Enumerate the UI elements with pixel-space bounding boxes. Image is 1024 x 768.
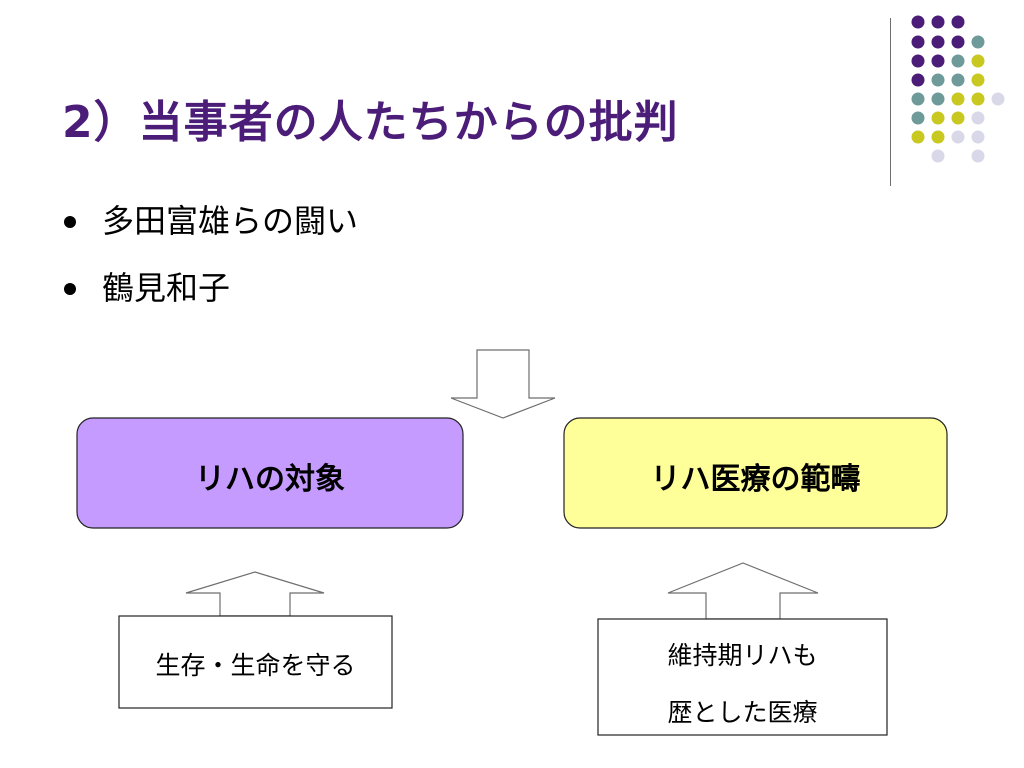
slide-title: 2）当事者の人たちからの批判 xyxy=(62,97,679,148)
left-up-arrow xyxy=(185,571,325,617)
bullet-item: 鶴見和子 xyxy=(62,272,358,304)
bullet-text: 鶴見和子 xyxy=(102,269,231,307)
right-up-arrow xyxy=(667,562,819,620)
right-box xyxy=(563,417,948,529)
left-note-box xyxy=(118,615,393,709)
right-note-line-1: 維持期リハも xyxy=(667,641,818,670)
bullet-text: 多田富雄らの闘い xyxy=(102,202,359,240)
bullet-icon xyxy=(64,216,76,228)
bullet-list: 多田富雄らの闘い 鶴見和子 xyxy=(62,205,358,339)
down-arrow xyxy=(450,349,556,419)
right-box-label: リハ医療の範疇 xyxy=(650,462,861,497)
left-note-label: 生存・生命を守る xyxy=(155,651,356,680)
bullet-item: 多田富雄らの闘い xyxy=(62,205,358,237)
left-box-label: リハの対象 xyxy=(195,462,345,497)
left-box xyxy=(76,417,464,529)
right-note-box xyxy=(597,618,888,736)
bullet-icon xyxy=(64,283,76,295)
vertical-divider xyxy=(890,18,891,186)
right-note-line-2: 歴とした医療 xyxy=(667,698,818,727)
